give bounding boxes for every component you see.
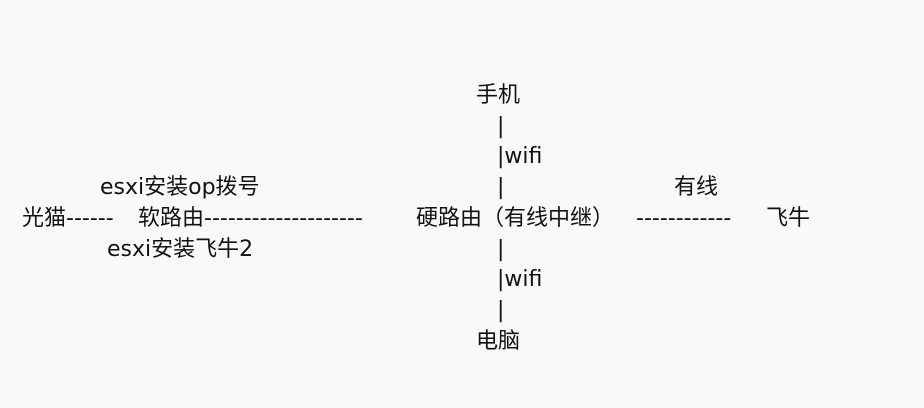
link-wifi-bottom: |wifi [497,267,543,292]
computer-label: 电脑 [476,329,521,354]
link-soft-hard-router: -------------------- [204,206,363,231]
link-hard-router-feiniu: ------------ [636,206,732,231]
wired-label: 有线 [674,175,719,200]
modem-label: 光猫 [22,206,67,231]
link-pipe-bottom-1: | [497,237,505,262]
link-wifi-top: |wifi [497,144,543,169]
soft-router-label: 软路由 [138,206,205,231]
feiniu-label: 飞牛 [766,206,811,231]
phone-label: 手机 [476,83,521,108]
hard-router-label: 硬路由（有线中继） [416,206,615,231]
esxi-op-dial-label: esxi安装op拨号 [100,175,260,200]
link-pipe-bottom-2: | [497,298,505,323]
link-modem-soft-router: ------ [66,206,114,231]
esxi-feiniu-label: esxi安装飞牛2 [107,237,254,262]
link-pipe-top-1: | [497,114,505,139]
link-pipe-top-2: | [497,175,505,200]
